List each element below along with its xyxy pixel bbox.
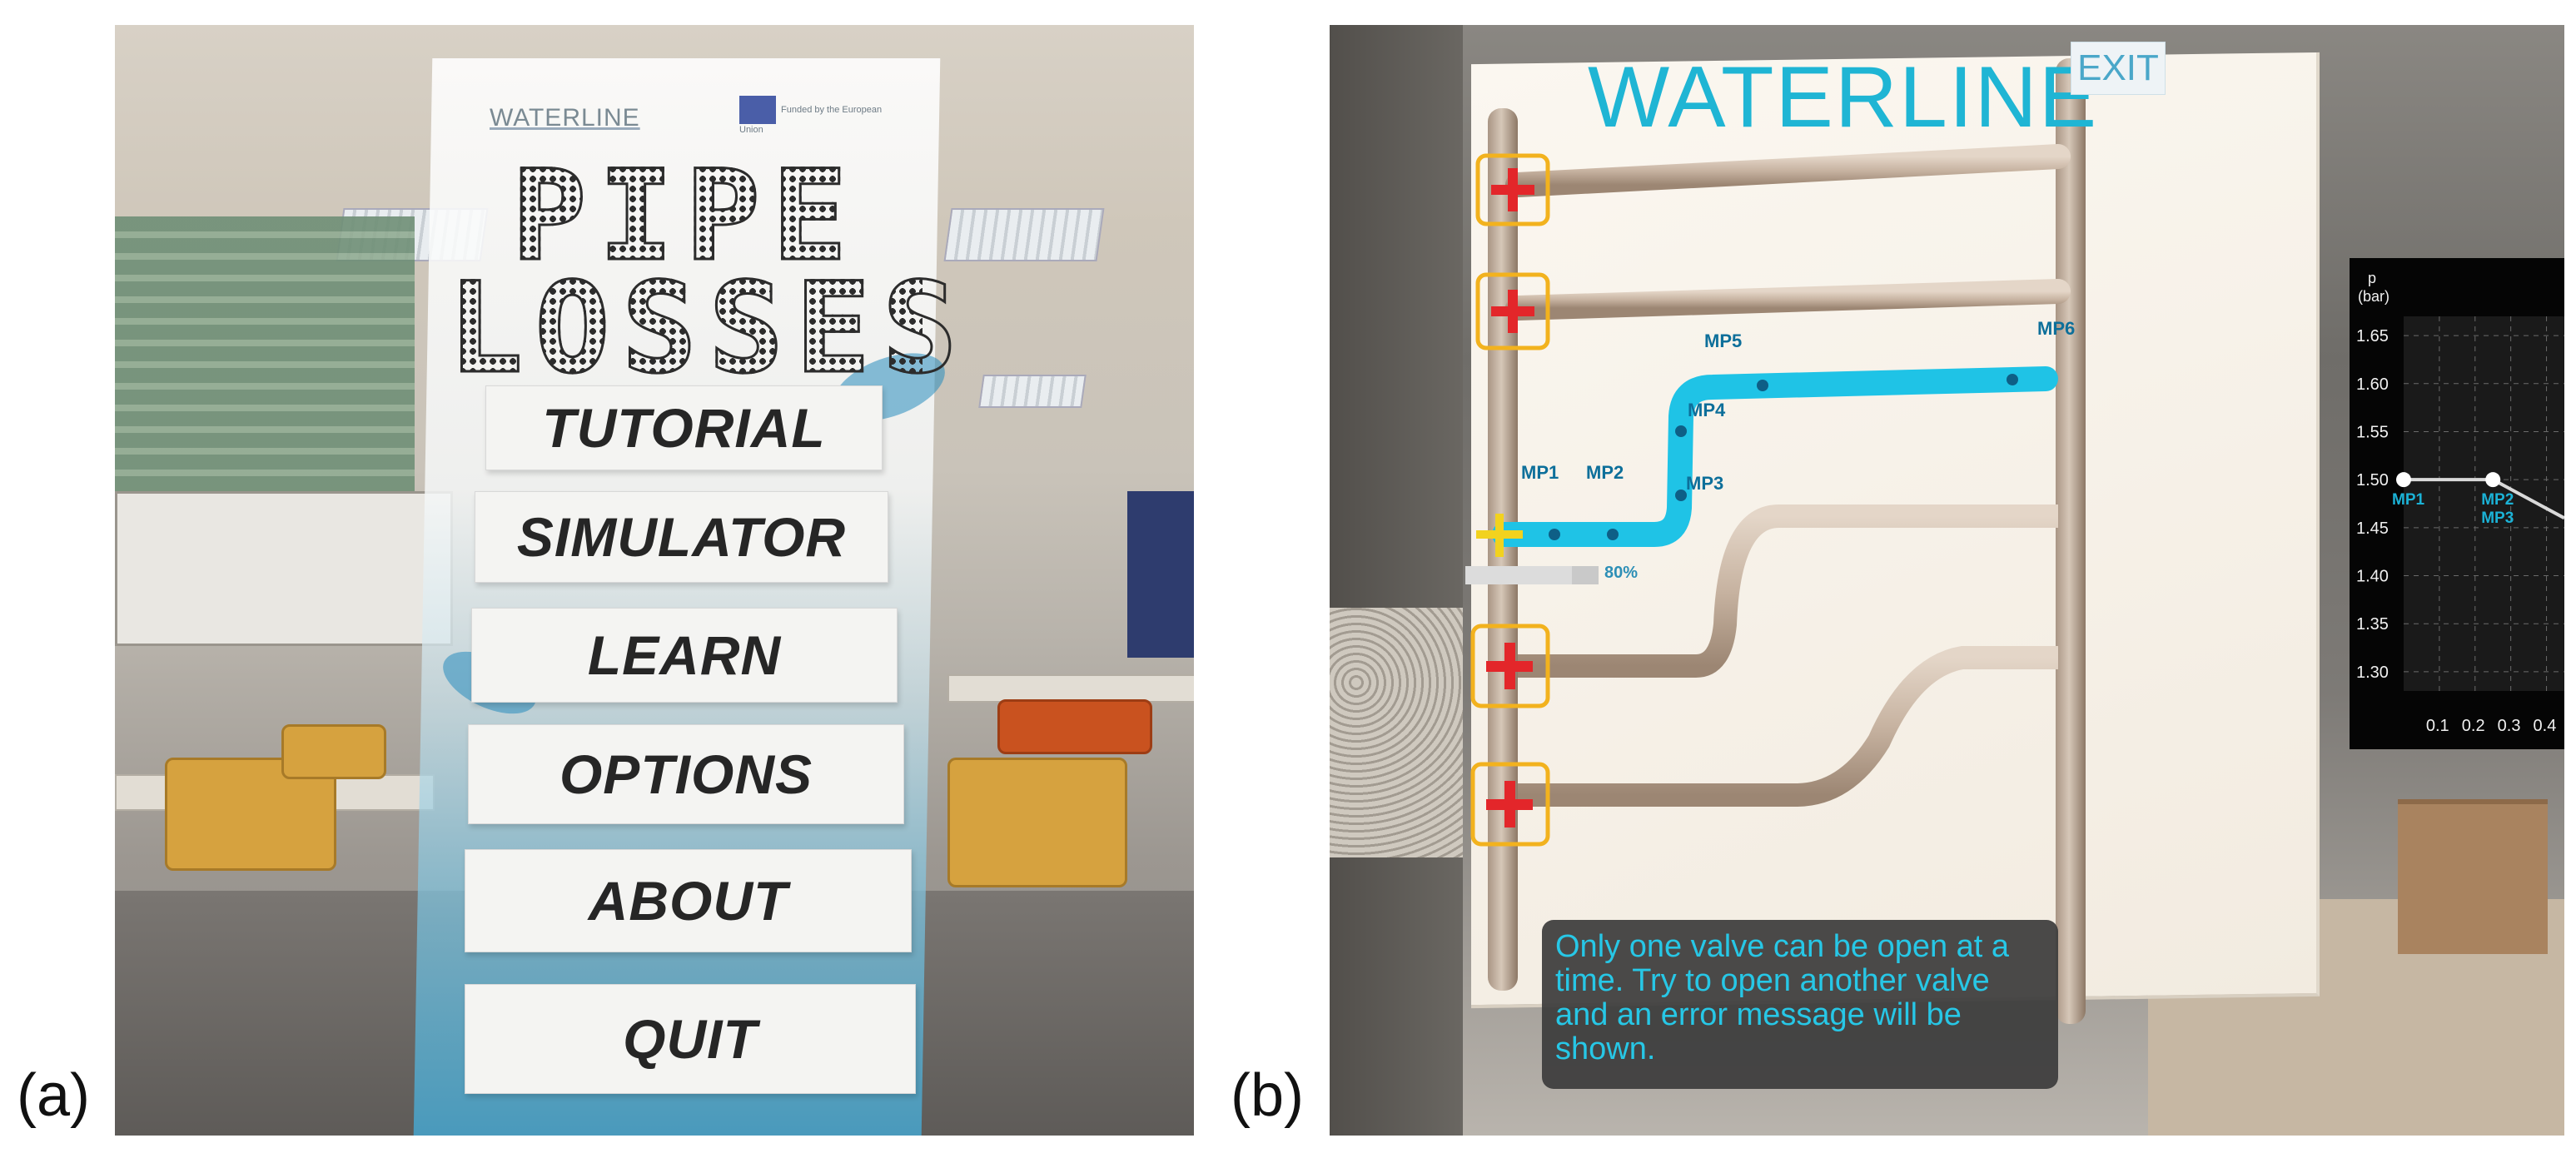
- valve-closed-4[interactable]: [1470, 762, 1550, 847]
- valve-closed-2[interactable]: [1475, 272, 1550, 350]
- mp6-label: MP6: [2037, 318, 2075, 339]
- pressure-chart: p (bar) 1.65 1.60 1.55 1.50 1.45 1.40 1.35 1.30 0.…: [2350, 258, 2564, 749]
- pipe-network: MP1 MP2 MP3 MP4 MP5 MP6: [1470, 58, 2086, 1024]
- game-title-line2: LOSSES: [447, 256, 969, 401]
- room-counter: [1330, 608, 1463, 857]
- chart-ytick-label: 1.60: [2356, 375, 2389, 394]
- room-wall: [1330, 25, 1463, 1136]
- pipe-branch-5: [1518, 646, 2058, 807]
- valve-open[interactable]: [1476, 514, 1523, 557]
- game-title-line1: PIPE: [448, 153, 922, 281]
- mp2-label: MP2: [1586, 462, 1624, 483]
- chart-ytick-label: 1.40: [2356, 568, 2389, 586]
- simulator-panel: MP1 MP2 MP3 MP4 MP5 MP6 WATERLINE EXIT 8…: [1330, 25, 2564, 1136]
- valve-closed-3[interactable]: [1470, 624, 1550, 708]
- classroom-desk: [947, 674, 1194, 703]
- caption-a: (a): [17, 1062, 90, 1129]
- chart-point-label: MP3: [2481, 509, 2514, 527]
- mp5-label: MP5: [1704, 331, 1742, 351]
- pipe-branch-2: [1505, 279, 2071, 321]
- measure-point-markers: [1549, 374, 2018, 540]
- chart-point: [2485, 472, 2501, 488]
- pipe-branch-active: [1492, 366, 2058, 547]
- chart-point-label: MP1: [2392, 491, 2425, 509]
- chart-ytick-label: 1.45: [2356, 519, 2389, 538]
- chart-point-label: MP2: [2481, 491, 2514, 509]
- classroom-door: [1127, 491, 1194, 658]
- chart-xtick-label: 0.3: [2498, 717, 2521, 735]
- ceiling-light: [943, 208, 1105, 261]
- simulator-button[interactable]: SIMULATOR: [475, 491, 888, 583]
- chart-xtick-label: 0.4: [2534, 717, 2557, 735]
- info-message-box: Only one valve can be open at a time. Tr…: [1542, 920, 2058, 1089]
- classroom-whiteboard: [115, 491, 453, 646]
- progress-bar-fill: [1465, 566, 1572, 584]
- exit-button[interactable]: EXIT: [2071, 42, 2166, 95]
- chart-ylabel-line2: (bar): [2358, 288, 2390, 305]
- simulator-title: WATERLINE: [1588, 49, 2099, 146]
- chart-ytick-label: 1.35: [2356, 615, 2389, 634]
- right-main-pipe: [2056, 58, 2086, 1024]
- pressure-chart-svg: p (bar) 1.65 1.60 1.55 1.50 1.45 1.40 1.35 1.30 0.…: [2356, 270, 2564, 735]
- classroom-window: [115, 216, 415, 533]
- chart-ylabel-line1: p: [2368, 270, 2376, 286]
- classroom-chair: [997, 699, 1152, 754]
- quit-button[interactable]: QUIT: [465, 984, 916, 1094]
- chart-ytick-label: 1.30: [2356, 663, 2389, 682]
- tutorial-button[interactable]: TUTORIAL: [485, 385, 883, 470]
- mp4-label: MP4: [1688, 400, 1726, 420]
- progress-label: 80%: [1604, 564, 1639, 582]
- chart-xtick-label: 0.2: [2462, 717, 2485, 735]
- chart-xtick-label: 0.1: [2426, 717, 2449, 735]
- pipe-branch-1: [1505, 144, 2071, 197]
- options-button[interactable]: OPTIONS: [468, 724, 904, 824]
- ceiling-light: [978, 375, 1087, 408]
- eu-flag-icon: [739, 96, 776, 124]
- chart-point: [2396, 472, 2411, 488]
- progress-bar: [1465, 566, 1599, 584]
- main-menu-panel: WATERLINE Funded by the European Union P…: [115, 25, 1194, 1136]
- chart-ytick-label: 1.55: [2356, 423, 2389, 441]
- mp3-label: MP3: [1686, 473, 1723, 494]
- about-button[interactable]: ABOUT: [465, 849, 912, 952]
- pipe-branch-4: [1518, 504, 2058, 678]
- funding-text: Funded by the European Union: [739, 104, 883, 135]
- waterline-logo: WATERLINE: [490, 104, 640, 132]
- room-box: [2398, 799, 2548, 954]
- chart-ytick-label: 1.65: [2356, 327, 2389, 345]
- caption-b: (b): [1231, 1062, 1304, 1129]
- classroom-chair: [281, 724, 386, 779]
- chart-ytick-label: 1.50: [2356, 471, 2389, 490]
- mp1-label: MP1: [1521, 462, 1559, 483]
- classroom-chair: [947, 758, 1127, 887]
- learn-button[interactable]: LEARN: [471, 608, 898, 703]
- valve-closed-1[interactable]: [1475, 153, 1550, 226]
- eu-funding-logo: Funded by the European Union: [739, 96, 889, 137]
